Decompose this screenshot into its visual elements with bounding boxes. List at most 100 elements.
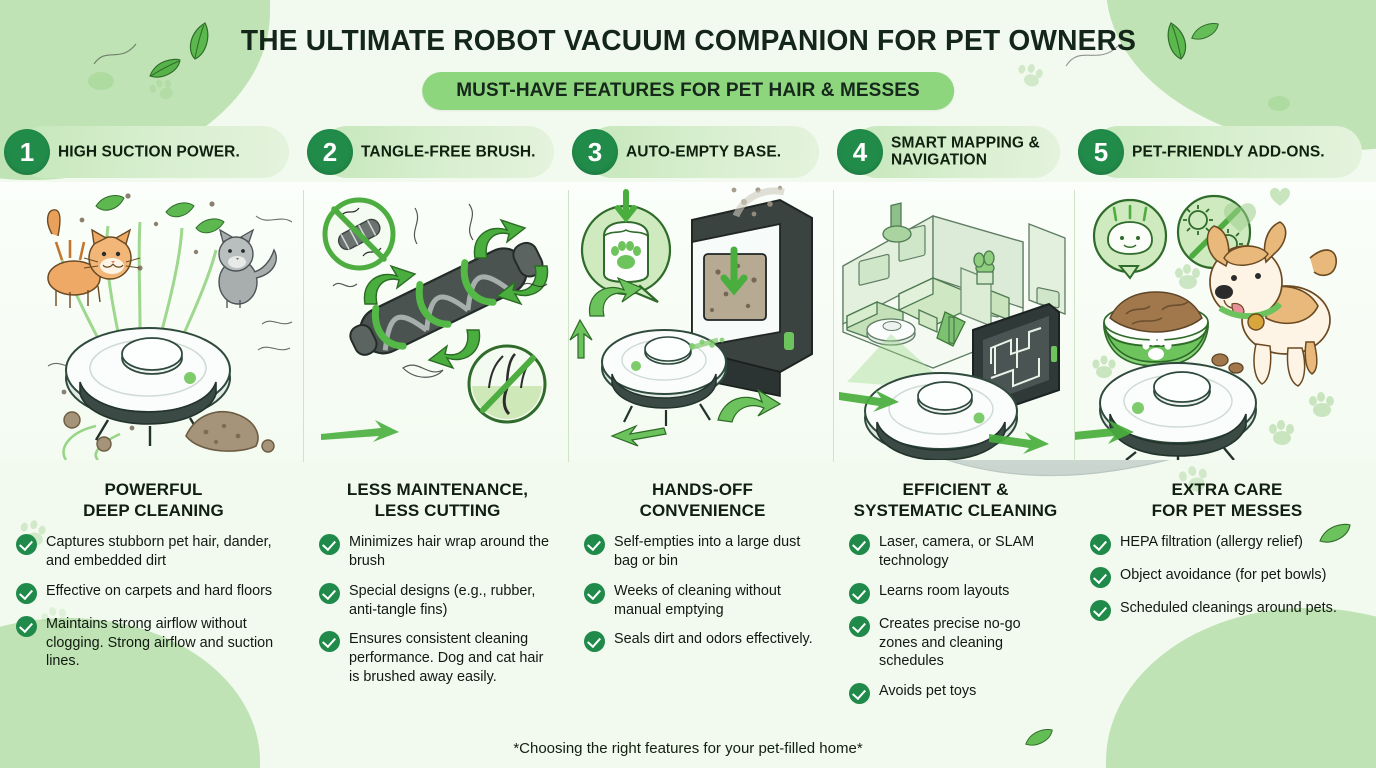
benefit-column-4: EFFICIENT &SYSTEMATIC CLEANING Laser, cam… [833, 462, 1074, 732]
benefit-list-item: Avoids pet toys [849, 682, 1062, 705]
check-circle-icon [849, 534, 870, 556]
benefit-list-item: Seals dirt and odors effectively. [584, 630, 821, 653]
benefit-item-text: Effective on carpets and hard floors [46, 582, 273, 599]
column-divider [568, 190, 569, 462]
leaf-icon [1191, 23, 1219, 40]
check-circle-icon [1090, 600, 1111, 622]
benefit-column-2: LESS MAINTENANCE,LESS CUTTING Minimizes h… [303, 462, 568, 732]
column-divider [833, 190, 834, 462]
benefit-item-text: Seals dirt and odors effectively. [614, 631, 813, 648]
benefit-list-item: HEPA filtration (allergy relief) [1090, 533, 1364, 556]
benefit-list-item: Special designs (e.g., rubber, anti-tang… [319, 582, 556, 619]
benefit-list-item: Scheduled cleanings around pets. [1090, 599, 1364, 622]
pet-friendly-addons-dog-illustration [1074, 187, 1337, 460]
step-header-5[interactable]: 5 PET-FRIENDLY ADD-ONS. [1074, 126, 1376, 178]
leaf-icon [1319, 523, 1351, 543]
benefit-list-item: Ensures consistent cleaning performance.… [319, 630, 556, 686]
check-circle-icon [849, 582, 870, 604]
step-pill-background [586, 126, 819, 178]
check-circle-icon [1090, 534, 1111, 556]
benefit-list: Captures stubborn pet hair, dander, and … [16, 533, 291, 671]
leaf-icon [149, 58, 181, 78]
step-number-badge: 4 [837, 129, 883, 175]
subtitle-text: MUST-HAVE FEATURES FOR PET HAIR & MESSES [456, 80, 920, 101]
leaf-icon [1168, 22, 1187, 60]
benefit-list: HEPA filtration (allergy relief) Object a… [1090, 533, 1364, 622]
benefit-heading: LESS MAINTENANCE,LESS CUTTING [319, 480, 556, 521]
page-title: THE ULTIMATE ROBOT VACUUM COMPANION FOR … [240, 24, 1136, 57]
subtitle-banner: MUST-HAVE FEATURES FOR PET HAIR & MESSES [422, 72, 954, 110]
footer-note: *Choosing the right features for your pe… [513, 740, 863, 757]
benefit-list-item: Maintains strong airflow without cloggin… [16, 615, 291, 671]
benefit-item-text: Laser, camera, or SLAM technology [879, 534, 1035, 570]
check-circle-icon [319, 534, 340, 556]
decor-dot [1268, 96, 1290, 111]
step-label: SMART MAPPING & NAVIGATION [891, 134, 1040, 169]
step-pill-background [321, 126, 554, 178]
step-number-badge: 5 [1078, 129, 1124, 175]
benefit-item-text: Weeks of cleaning without manual emptyin… [614, 582, 781, 618]
column-divider [303, 190, 304, 462]
step-label: AUTO-EMPTY BASE. [626, 143, 782, 161]
check-circle-icon [16, 582, 37, 604]
benefit-heading-line: SYSTEMATIC CLEANING [853, 500, 1058, 520]
benefit-heading-line: LESS MAINTENANCE, [346, 480, 529, 499]
benefit-list-item: Minimizes hair wrap around the brush [319, 533, 556, 570]
header-title-row: THE ULTIMATE ROBOT VACUUM COMPANION FOR … [0, 18, 1376, 64]
hair-squiggle-decor [93, 43, 137, 65]
leaf-icon [189, 22, 208, 60]
check-circle-icon [16, 615, 37, 637]
check-circle-icon [16, 534, 37, 556]
footer-note-row: *Choosing the right features for your pe… [0, 740, 1376, 758]
benefit-heading-line: POWERFUL [104, 480, 203, 499]
benefit-heading-line: EFFICIENT & [902, 480, 1009, 499]
step-header-3[interactable]: 3 AUTO-EMPTY BASE. [568, 126, 833, 178]
check-circle-icon [849, 615, 870, 637]
benefit-heading-line: DEEP CLEANING [83, 500, 224, 520]
benefit-item-text: HEPA filtration (allergy relief) [1120, 534, 1303, 551]
tangle-free-brush-roller-illustration [321, 197, 549, 442]
check-circle-icon [584, 582, 605, 604]
benefit-heading-line: FOR PET MESSES [1151, 500, 1303, 520]
step-pill-background [1092, 126, 1362, 178]
benefit-list-item: Creates precise no-go zones and cleaning… [849, 615, 1062, 671]
step-label: HIGH SUCTION POWER. [58, 143, 240, 161]
benefit-list-item: Effective on carpets and hard floors [16, 582, 291, 604]
benefit-list: Self-empties into a large dust bag or bi… [584, 533, 821, 653]
step-label: TANGLE-FREE BRUSH. [361, 143, 536, 161]
benefit-list-item: Weeks of cleaning without manual emptyin… [584, 582, 821, 619]
smart-mapping-floorplan-illustration [839, 202, 1066, 460]
benefit-list-item: Learns room layouts [849, 582, 1062, 604]
benefit-heading-line: HANDS-OFF [652, 480, 753, 499]
benefit-item-text: Maintains strong airflow without cloggin… [46, 615, 274, 670]
hair-squiggle-decor [1065, 45, 1119, 67]
check-circle-icon [319, 582, 340, 604]
step-number-badge: 3 [572, 129, 618, 175]
benefit-heading-line: LESS CUTTING [374, 500, 501, 520]
benefit-item-text: Avoids pet toys [879, 683, 977, 700]
benefit-list-item: Self-empties into a large dust bag or bi… [584, 533, 821, 570]
benefit-item-text: Learns room layouts [879, 582, 1010, 599]
check-circle-icon [584, 534, 605, 556]
column-divider [1074, 190, 1075, 462]
benefit-list-item: Object avoidance (for pet bowls) [1090, 566, 1364, 589]
benefit-heading-line: CONVENIENCE [639, 500, 766, 520]
decor-dot [88, 72, 114, 90]
benefit-list-item: Captures stubborn pet hair, dander, and … [16, 533, 291, 570]
step-label: PET-FRIENDLY ADD-ONS. [1132, 143, 1325, 161]
robot-vacuum-suction-with-cats-illustration [46, 193, 293, 460]
step-pill-background [18, 126, 289, 178]
benefit-item-text: Special designs (e.g., rubber, anti-tang… [349, 582, 536, 618]
benefit-item-text: Creates precise no-go zones and cleaning… [879, 615, 1021, 670]
